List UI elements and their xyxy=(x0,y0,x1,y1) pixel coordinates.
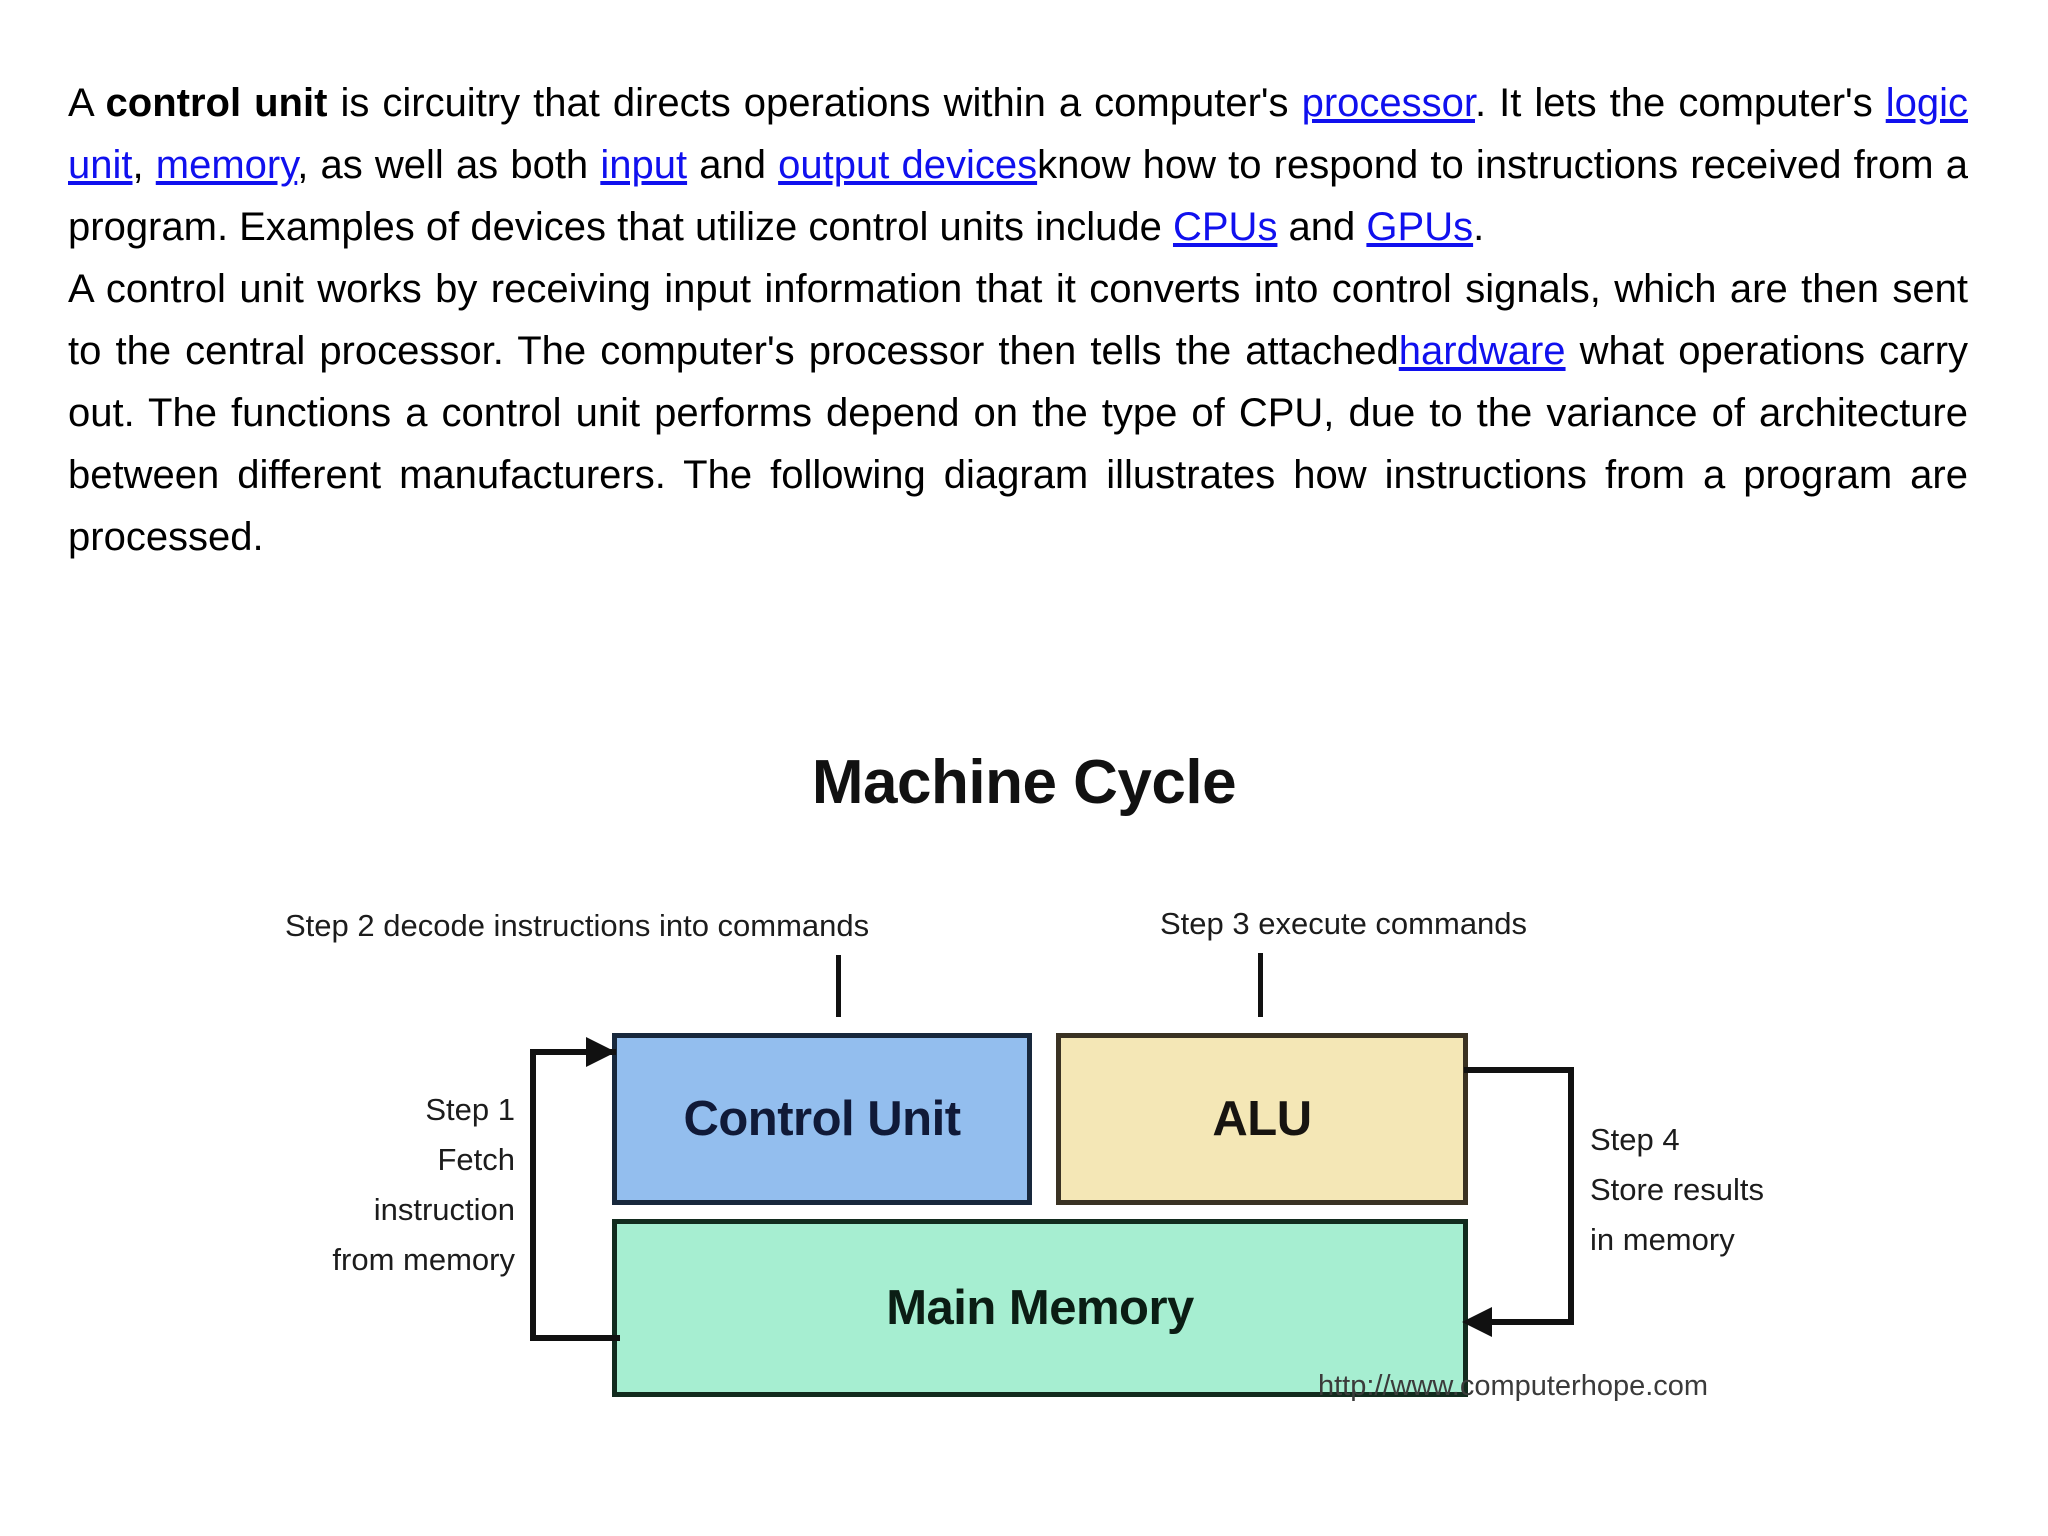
text-segment: , as well as both xyxy=(297,143,601,187)
diagram-source-url: http://www.computerhope.com xyxy=(1318,1370,1709,1402)
machine-cycle-diagram: Machine Cycle Step 2 decode instructions… xyxy=(0,745,2048,1445)
arrowhead-into-main-memory-icon xyxy=(1462,1307,1492,1337)
wire-right-top-horizontal xyxy=(1464,1067,1574,1073)
wire-left-bottom-horizontal xyxy=(530,1335,620,1341)
link-gpus[interactable]: GPUs xyxy=(1366,205,1474,249)
text-segment: . xyxy=(1473,205,1485,249)
text-segment: is circuitry that directs operations wit… xyxy=(327,81,1302,125)
link-cpus[interactable]: CPUs xyxy=(1172,205,1278,249)
text-segment: . It lets the computer's xyxy=(1475,81,1886,125)
bold-term-control-unit: control unit xyxy=(105,81,328,125)
text-segment: A control unit works by receiving input … xyxy=(68,267,1968,373)
text-segment: know how to respond to instructions rece… xyxy=(68,143,1968,249)
diagram-box-alu: ALU xyxy=(1056,1033,1468,1205)
diagram-label-step-4: Step 4 Store results in memory xyxy=(1590,1122,1765,1257)
text-segment: what operations carry out. The functions… xyxy=(68,329,1969,559)
wire-right-bottom-horizontal xyxy=(1488,1319,1574,1325)
diagram-title: Machine Cycle xyxy=(811,748,1237,817)
diagram-box-main-memory: Main Memory xyxy=(612,1219,1468,1397)
link-output-devices[interactable]: output devices xyxy=(778,143,1038,187)
link-hardware[interactable]: hardware xyxy=(1398,329,1566,373)
arrowhead-into-control-unit-icon xyxy=(586,1037,616,1067)
link-memory[interactable]: memory xyxy=(155,143,298,187)
wire-left-vertical xyxy=(530,1049,536,1341)
text-segment: A xyxy=(68,81,106,125)
diagram-label-step-2: Step 2 decode instructions into commands xyxy=(285,908,870,943)
link-processor[interactable]: processor xyxy=(1301,81,1475,125)
link-input[interactable]: input xyxy=(600,143,688,187)
diagram-label-step-1: Step 1 Fetch instruction from memory xyxy=(332,1092,515,1277)
text-segment: , xyxy=(132,143,156,187)
paragraph-control-unit-operation: A control unit works by receiving input … xyxy=(68,258,1968,568)
text-segment: and xyxy=(1277,205,1367,249)
connector-tick-step-2 xyxy=(836,955,841,1017)
document-body: A control unit is circuitry that directs… xyxy=(68,72,1968,568)
text-segment: and xyxy=(687,143,779,187)
diagram-label-step-3: Step 3 execute commands xyxy=(1160,906,1528,941)
wire-left-top-horizontal xyxy=(530,1049,616,1055)
link-logic-unit[interactable]: logic unit xyxy=(68,81,1968,187)
connector-tick-step-3 xyxy=(1258,953,1263,1017)
diagram-box-control-unit: Control Unit xyxy=(612,1033,1032,1205)
wire-right-vertical xyxy=(1568,1067,1574,1325)
paragraph-control-unit-definition: A control unit is circuitry that directs… xyxy=(68,72,1968,258)
